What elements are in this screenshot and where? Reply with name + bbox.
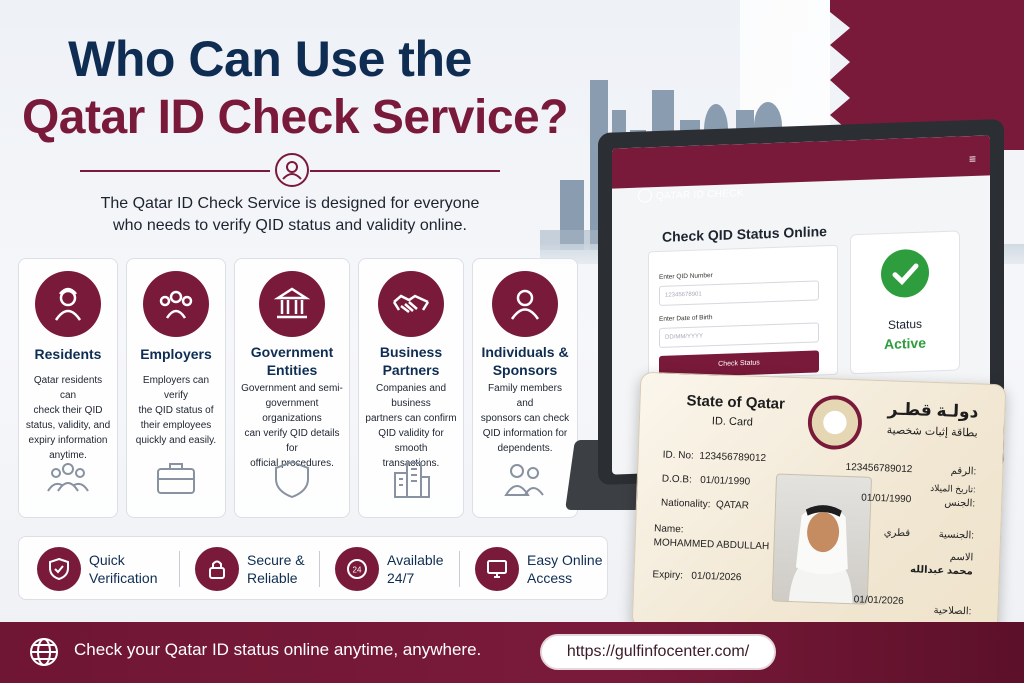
svg-text:24: 24: [353, 566, 362, 575]
page-title-line1: Who Can Use the: [68, 31, 472, 87]
website-url-link[interactable]: https://gulfinfocenter.com/: [540, 634, 776, 670]
qatar-id-card: State of Qatar ID. Card دولـة قطـر بطاقة…: [631, 371, 1007, 641]
name-label: Name:: [653, 523, 684, 536]
page-title-line2: Qatar ID Check Service?: [21, 91, 569, 144]
card-individuals-sponsors: Individuals &Sponsors Family members and…: [472, 258, 578, 518]
ar-expiry-label: الصلاحية:: [933, 605, 972, 618]
divider-left: [80, 170, 270, 172]
shield-check-icon: [37, 547, 81, 591]
card-title: Individuals &Sponsors: [481, 344, 569, 378]
qid-label: Enter QID Number: [659, 272, 713, 281]
lock-icon: [195, 547, 239, 591]
status-value: Active: [883, 334, 927, 353]
card-description: Government and semi-government organizat…: [241, 383, 343, 469]
status-label: Status: [887, 316, 923, 332]
family-icon: [504, 464, 544, 496]
group-icon: [47, 463, 89, 492]
handshake-icon: [378, 271, 444, 337]
status-panel: Status Active: [850, 230, 960, 375]
divider-right: [310, 170, 500, 172]
ar-name-label: الاسم: [949, 551, 974, 564]
qatar-emblem-icon: [806, 394, 863, 451]
ar-dob-label: تاريخ الميلاد:: [930, 482, 976, 495]
user-icon: [492, 271, 558, 337]
ar-gender-label: الجنس:: [944, 497, 976, 510]
banner-text: Check your Qatar ID status online anytim…: [74, 640, 482, 659]
expiry-row: Expiry: 01/01/2026: [652, 569, 742, 584]
government-building-icon: [259, 271, 325, 337]
card-title: Employers: [140, 346, 212, 362]
dob-row: D.O.B: 01/01/1990: [661, 473, 751, 488]
dob-input[interactable]: DD/MM/YYYY: [659, 322, 819, 348]
app-logo-icon: [638, 188, 652, 203]
monitor-icon: [475, 547, 519, 591]
feature-secure-reliable: Secure &Reliable: [195, 547, 325, 591]
app-title: QATAR ID CHECK: [656, 187, 744, 203]
qid-input[interactable]: 12345678901: [659, 280, 819, 306]
ar-nationality-value: قطري: [883, 527, 911, 540]
lead-paragraph: The Qatar ID Check Service is designed f…: [100, 195, 480, 234]
id-card-subtitle-en: ID. Card: [711, 415, 754, 429]
laptop-screen: QATAR ID CHECK ≡ Check QID Status Online…: [612, 135, 990, 475]
ar-name-value: محمد عبدالله: [909, 564, 973, 578]
card-title: Residents: [34, 346, 102, 362]
feature-separator: [459, 551, 460, 587]
nationality-row: Nationality: QATAR: [660, 497, 750, 512]
id-card-title-ar: دولـة قطـر: [887, 399, 979, 422]
id-card-subtitle-ar: بطاقة إثبات شخصية: [886, 424, 978, 440]
id-number-row: ID. No: 123456789012: [662, 449, 767, 465]
ar-expiry-value: 01/01/2026: [853, 594, 904, 608]
ar-number-value: 123456789012: [845, 461, 913, 476]
check-mark-icon: [881, 248, 929, 299]
dob-label: Enter Date of Birth: [659, 314, 713, 323]
team-icon: [143, 271, 209, 337]
qid-form: Enter QID Number 12345678901 Enter Date …: [648, 244, 838, 382]
feature-separator: [319, 551, 320, 587]
id-card-title-en: State of Qatar: [686, 392, 786, 413]
name-value: MOHAMMED ABDULLAH: [653, 537, 770, 553]
feature-separator: [179, 551, 180, 587]
shield-icon: [275, 460, 309, 499]
bottom-banner: [0, 622, 1024, 683]
buildings-icon: [394, 462, 430, 498]
globe-icon: [30, 638, 58, 666]
briefcase-icon: [157, 463, 195, 494]
user-circle-icon: [275, 153, 309, 187]
ar-nationality-label: الجنسية:: [938, 529, 975, 542]
ar-number-label: الرقم:: [950, 465, 977, 478]
resident-person-icon: [35, 271, 101, 337]
id-photo: [771, 473, 873, 605]
ar-dob-value: 01/01/1990: [861, 492, 912, 506]
form-title: Check QID Status Online: [662, 223, 827, 245]
menu-icon[interactable]: ≡: [968, 151, 976, 167]
clock-24-icon: 24: [335, 547, 379, 591]
